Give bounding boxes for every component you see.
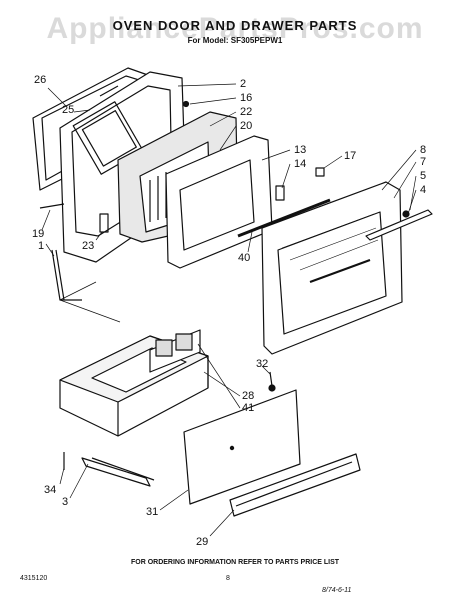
part-trim-strip bbox=[237, 198, 331, 238]
callout-22: 22 bbox=[240, 106, 253, 118]
model-line: For Model: SF305PEPW1 bbox=[187, 36, 283, 45]
callout-20: 20 bbox=[240, 120, 253, 132]
callout-17: 17 bbox=[344, 150, 357, 162]
callout-2: 2 bbox=[240, 78, 247, 90]
handwritten-mark: 8/74-6-11 bbox=[322, 587, 352, 594]
callout-32: 32 bbox=[256, 358, 269, 370]
part-hinge bbox=[51, 249, 82, 301]
ordering-note: FOR ORDERING INFORMATION REFER TO PARTS … bbox=[130, 559, 340, 566]
doc-number: 4315120 bbox=[20, 575, 48, 582]
page-number: 8 bbox=[226, 575, 230, 582]
callout-8: 8 bbox=[420, 144, 427, 156]
callout-19: 19 bbox=[32, 228, 45, 240]
callout-34: 34 bbox=[44, 484, 57, 496]
part-outer-door bbox=[261, 181, 403, 355]
callout-7: 7 bbox=[420, 156, 427, 168]
callout-23: 23 bbox=[82, 240, 95, 252]
callout-16: 16 bbox=[240, 92, 253, 104]
part-drawer-slide bbox=[81, 457, 155, 487]
diagram-title: OVEN DOOR AND DRAWER PARTS bbox=[112, 18, 358, 33]
part-drawer-fastener bbox=[268, 371, 276, 392]
callout-3: 3 bbox=[62, 496, 69, 508]
callout-28: 28 bbox=[242, 390, 255, 402]
callout-26: 26 bbox=[34, 74, 47, 86]
leader-lines bbox=[41, 83, 417, 537]
part-screw bbox=[39, 203, 65, 209]
part-drawer-inner-panel bbox=[149, 329, 201, 373]
callout-4: 4 bbox=[420, 184, 427, 196]
part-block bbox=[99, 213, 109, 233]
callout-5: 5 bbox=[420, 170, 427, 182]
part-handle bbox=[365, 209, 433, 241]
part-bracket bbox=[275, 185, 285, 201]
callout-40: 40 bbox=[238, 252, 251, 264]
callout-29: 29 bbox=[196, 536, 209, 548]
callout-31: 31 bbox=[146, 506, 159, 518]
callout-14: 14 bbox=[294, 158, 307, 170]
part-drawer-front bbox=[183, 389, 301, 505]
watermark: AppliancePartsPros.com bbox=[46, 12, 424, 45]
callout-13: 13 bbox=[294, 144, 307, 156]
part-drawer-trim bbox=[229, 453, 361, 517]
callout-41: 41 bbox=[242, 402, 255, 414]
callout-25: 25 bbox=[62, 104, 75, 116]
callout-1: 1 bbox=[38, 240, 45, 252]
part-clip bbox=[315, 167, 325, 177]
